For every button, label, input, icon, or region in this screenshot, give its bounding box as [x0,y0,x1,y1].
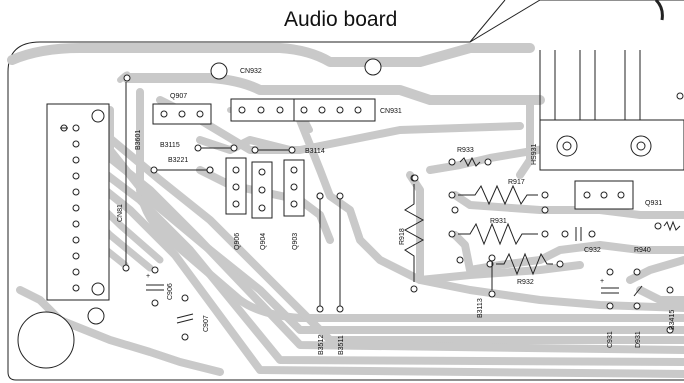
label-b3221: B3221 [168,157,188,164]
q904-transistor [251,161,273,219]
label-q903: Q903 [292,233,299,250]
label-c906: C906 [167,283,174,300]
label-r917: R917 [508,179,525,186]
b3415-jumper [666,92,684,334]
d931-diode [633,268,643,310]
board-title: Audio board [284,8,398,31]
svg-text:+: + [600,278,604,285]
svg-text:+: + [146,273,150,280]
mounting-hole-small-left [87,307,105,325]
label-q931: Q931 [645,200,662,207]
label-c932: C932 [584,247,601,254]
board-outline [7,0,684,381]
label-c931: C931 [607,331,614,348]
c906-capacitor: + [146,266,164,307]
label-r932: R932 [517,279,534,286]
misc-pads [206,166,549,264]
label-r931: R931 [490,218,507,225]
r931-resistor [448,222,549,246]
label-q904: Q904 [260,233,267,250]
label-r940: R940 [634,247,651,254]
board-corner-arc [654,0,664,21]
label-b3512: B3512 [318,335,325,355]
c931-capacitor: + [600,268,619,310]
b3511-jumper [336,192,344,313]
board-outline-top-notch [469,0,506,43]
mounting-hole-large [17,311,75,369]
copper-traces [7,43,684,378]
label-cn931: CN931 [380,108,402,115]
r933-resistor [448,156,492,168]
r917-resistor [448,184,549,206]
label-c907: C907 [203,315,210,332]
q907-transistor [152,103,212,125]
label-b3511: B3511 [338,335,345,355]
label-q907: Q907 [170,93,187,100]
c907-capacitor [176,294,194,341]
cn81-connector [46,103,110,301]
b3114-jumper [251,146,296,154]
label-b3601: B3601 [135,130,142,150]
label-b3114: B3114 [305,148,325,155]
cn931-connector [230,98,376,122]
r940-resistor [654,220,681,232]
q931-transistor [574,180,634,210]
cn932-pads [123,74,131,82]
label-r918: R918 [399,228,406,245]
c932-capacitor [561,227,596,241]
label-b3113: B3113 [477,298,484,318]
b3601-jumper [122,82,130,272]
label-b3415: B3415 [669,310,676,330]
mounting-hole-cn932-right [364,58,382,76]
label-cn932: CN932 [240,68,262,75]
label-q906: Q906 [234,233,241,250]
hs931-heatsink [539,50,684,171]
label-r933: R933 [457,147,474,154]
label-b3115: B3115 [160,142,180,149]
label-cn81: CN81 [117,204,124,222]
q906-transistor [225,157,247,215]
mounting-hole-cn932-left [210,62,228,80]
label-d931: D931 [635,331,642,348]
q903-transistor [283,159,305,217]
label-hs931: HS931 [531,143,538,165]
b3113-jumper [488,254,496,298]
b3115-jumper [194,144,238,152]
